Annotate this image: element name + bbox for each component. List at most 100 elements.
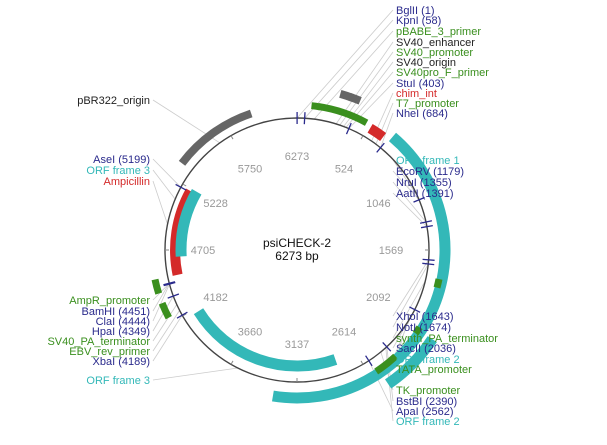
leader-line — [392, 159, 418, 197]
position-tick-labels: 6273524104615692092261431373660418247055… — [191, 151, 403, 351]
label-chim-int: chim_int — [396, 88, 437, 100]
feature-arc-orf-frame-2 — [384, 335, 437, 389]
leader-line — [152, 283, 170, 322]
tick-label: 5750 — [238, 164, 262, 176]
leader-line — [348, 82, 394, 129]
site-mark-xhoi-1643 — [422, 258, 435, 261]
leader-line — [392, 192, 428, 227]
label-pbabe-3-primer: pBABE_3_primer — [396, 26, 481, 38]
site-mark-apai-2562 — [365, 355, 373, 367]
leader-line — [392, 259, 429, 317]
label-xhoi-1643: XhoI (1643) — [396, 311, 453, 323]
label-hpai-4349: HpaI (4349) — [92, 326, 150, 338]
label-orf-frame-1: ORF frame 1 — [396, 155, 460, 167]
site-mark-noti-1674 — [422, 262, 435, 266]
feature-arc-sv40-pa-terminator — [158, 301, 172, 320]
tick-mark — [360, 360, 364, 365]
feature-arc-chim-int — [367, 123, 387, 142]
site-mark-asei-5199 — [175, 183, 187, 191]
leader-line — [152, 304, 178, 342]
restriction-site-marks — [163, 112, 435, 367]
site-mark-hpai-4349 — [167, 293, 180, 299]
label-ampicillin: Ampicillin — [104, 176, 150, 188]
feature-arc-synth-pa-terminator — [433, 278, 443, 289]
tick-mark — [182, 313, 187, 317]
label-orf-frame-2: ORF frame 2 — [396, 354, 460, 366]
label-ebv-rev-primer: EBV_rev_primer — [69, 346, 150, 358]
label-xbai-4189: XbaI (4189) — [93, 356, 150, 368]
site-mark-kpni-58 — [303, 112, 306, 125]
tick-label: 1569 — [379, 245, 403, 257]
tick-mark — [360, 135, 364, 140]
site-mark-bamhi-4451 — [163, 281, 176, 286]
label-pbr322-origin: pBR322_origin — [77, 95, 150, 107]
label-sacii-2036: SacII (2036) — [396, 343, 456, 355]
feature-arcs — [151, 90, 451, 404]
leader-line — [313, 30, 394, 120]
label-nrui-1355: NruI (1355) — [396, 177, 452, 189]
leader-line — [152, 310, 180, 352]
tick-label: 4182 — [203, 292, 227, 304]
plasmid-name: psiCHECK-2 — [263, 236, 331, 250]
tick-mark — [230, 135, 234, 140]
tick-mark — [230, 360, 234, 365]
tick-mark — [182, 183, 187, 187]
site-mark-bstbi-2390 — [382, 341, 392, 352]
site-mark-clai-4444 — [163, 281, 176, 287]
feature-arc-pbr322-origin — [178, 109, 253, 166]
leader-line — [296, 9, 394, 119]
label-nhei-684: NheI (684) — [396, 108, 448, 120]
label-bamhi-4451: BamHI (4451) — [82, 306, 150, 318]
feature-arc-orf-frame-3-upper — [175, 188, 202, 257]
label-orf-frame-3: ORF frame 3 — [86, 165, 150, 177]
label-sv40pro-f-primer: SV40pro_F_primer — [396, 67, 489, 79]
site-mark-xbai-4189 — [176, 311, 188, 319]
leader-line — [152, 282, 170, 312]
label-aatii-1391: AatII (1391) — [396, 188, 453, 200]
site-mark-nrui-1355 — [419, 220, 433, 224]
label-ecorv-1179: EcoRV (1179) — [396, 166, 464, 178]
tick-label: 4705 — [191, 245, 215, 257]
leader-line — [152, 158, 182, 188]
tick-label: 3660 — [238, 326, 262, 338]
label-orf-frame-2: ORF frame 2 — [396, 416, 460, 428]
site-mark-aatii-1391 — [420, 224, 433, 229]
label-t7-promoter: T7_promoter — [396, 98, 459, 110]
label-orf-frame-3: ORF frame 3 — [86, 375, 150, 387]
feature-arc-tata-promoter — [412, 325, 423, 336]
leader-line — [392, 316, 412, 360]
feature-arc-tk-promoter — [374, 353, 398, 375]
leader-line — [368, 360, 394, 412]
leader-line — [392, 280, 426, 339]
leader-line — [152, 367, 238, 381]
label-ampr-promoter: AmpR_promoter — [69, 295, 150, 307]
label-stui-403: StuI (403) — [396, 78, 444, 90]
tick-mark — [407, 313, 412, 317]
label-apai-2562: ApaI (2562) — [396, 406, 453, 418]
label-synth-pa-terminator: synth_PA_terminator — [396, 333, 498, 345]
tick-label: 5228 — [203, 198, 227, 210]
site-mark-ecorv-1179 — [413, 196, 425, 203]
label-tk-promoter: TK_promoter — [396, 385, 461, 397]
label-sv40-origin: SV40_origin — [396, 57, 456, 69]
leader-line — [386, 346, 394, 402]
label-sv40-enhancer: SV40_enhancer — [396, 37, 475, 49]
leader-line — [304, 19, 394, 119]
leader-line — [392, 263, 429, 328]
tick-label: 3137 — [285, 339, 309, 351]
leader-line — [380, 112, 394, 148]
label-bstbi-2390: BstBI (2390) — [396, 396, 457, 408]
feature-arc-sv40-promoter — [318, 103, 369, 126]
label-sv40-pa-terminator: SV40_PA_terminator — [47, 336, 150, 348]
label-sv40-promoter: SV40_promoter — [396, 47, 473, 59]
feature-arc-pbabe-3-primer — [311, 102, 321, 111]
site-mark-stui-403 — [345, 122, 352, 135]
tick-label: 1046 — [366, 198, 390, 210]
label-tata-promoter: TATA_promoter — [396, 364, 472, 376]
tick-label: 2614 — [332, 326, 356, 338]
feature-arc-ampicillin — [170, 188, 195, 276]
site-mark-nhei-684 — [376, 142, 385, 153]
leader-line — [152, 314, 183, 362]
leader-line — [392, 170, 420, 201]
